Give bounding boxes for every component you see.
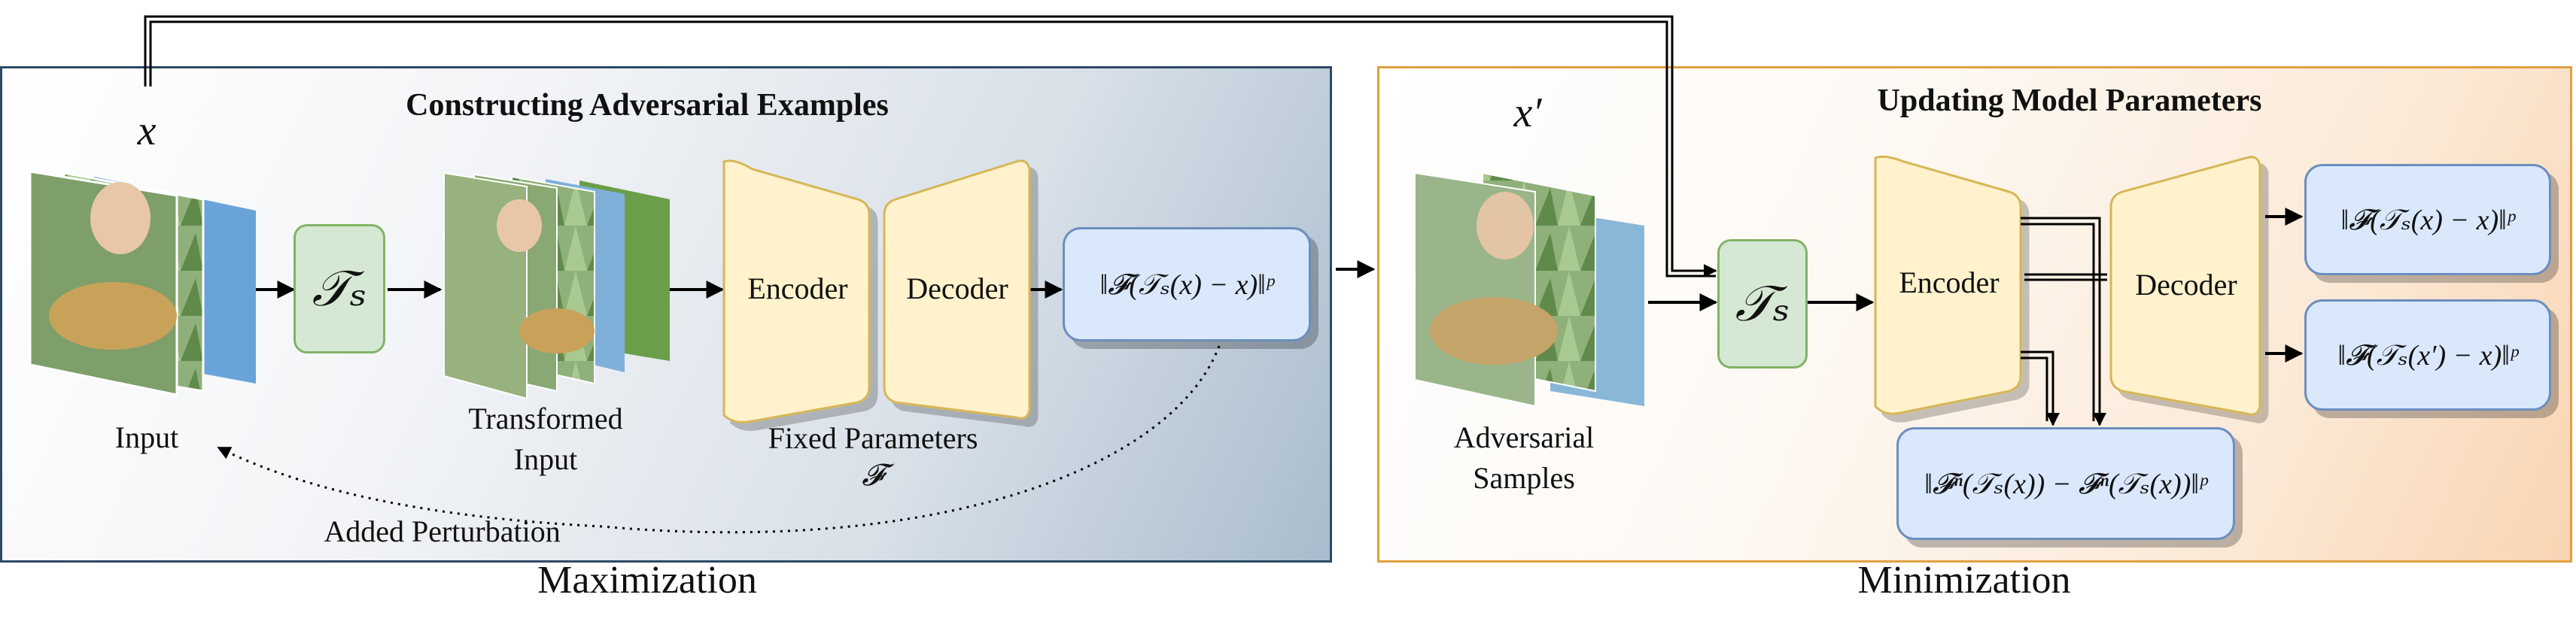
left-loss-box: ‖𝓕(𝒯ₛ(x) − x)‖ᵖ <box>1063 227 1311 341</box>
transformed-input-label: Transformed Input <box>468 402 623 476</box>
fixed-parameters-symbol: 𝓕 <box>862 458 884 492</box>
right-loss-mid-box: ‖𝓕(𝒯ₛ(x′) − x)‖ᵖ <box>2304 299 2551 411</box>
right-loss-bottom-formula: ‖𝓕ⁿ(𝒯ₛ(x)) − 𝓕ⁿ(𝒯ₛ(x))‖ᵖ <box>1924 468 2207 500</box>
right-loss-top-formula: ‖𝓕(𝒯ₛ(x) − x)‖ᵖ <box>2340 204 2515 236</box>
right-panel-title: Updating Model Parameters <box>1877 83 2262 118</box>
right-loss-top-box: ‖𝓕(𝒯ₛ(x) − x)‖ᵖ <box>2304 164 2551 275</box>
left-panel-title: Constructing Adversarial Examples <box>406 88 889 123</box>
left-decoder-label: Decoder <box>906 271 1008 305</box>
skip-connection-line <box>144 15 1717 278</box>
right-encoder-shape <box>1874 155 2022 415</box>
minimization-caption: Minimization <box>1857 559 2071 602</box>
right-encoder-label: Encoder <box>1899 265 2000 299</box>
left-transform-block: 𝒯ₛ <box>293 224 385 353</box>
right-transform-symbol: 𝒯ₛ <box>1735 276 1790 332</box>
right-loss-mid-formula: ‖𝓕(𝒯ₛ(x′) − x)‖ᵖ <box>2337 339 2518 372</box>
adversarial-samples-label: Adversarial Samples <box>1453 420 1595 495</box>
right-decoder-shape <box>2109 156 2261 416</box>
input-label: Input <box>114 420 179 454</box>
input-image-stack <box>29 170 256 396</box>
transformed-image-stack <box>443 171 670 400</box>
left-encoder-label: Encoder <box>747 271 848 305</box>
adversarial-variable: x′ <box>1513 89 1542 136</box>
right-transform-block: 𝒯ₛ <box>1717 239 1808 369</box>
fixed-parameters-label: Fixed Parameters <box>768 421 978 455</box>
left-transform-symbol: 𝒯ₛ <box>312 261 367 317</box>
added-perturbation-label: Added Perturbation <box>324 514 561 548</box>
maximization-caption: Maximization <box>537 559 757 602</box>
right-loss-bottom-box: ‖𝓕ⁿ(𝒯ₛ(x)) − 𝓕ⁿ(𝒯ₛ(x))‖ᵖ <box>1896 427 2235 540</box>
perturbation-arrow <box>217 345 1221 534</box>
left-decoder-shape <box>883 159 1031 420</box>
left-encoder-shape <box>722 159 871 423</box>
right-decoder-label: Decoder <box>2135 268 2237 302</box>
left-loss-formula: ‖𝓕(𝒯ₛ(x) − x)‖ᵖ <box>1099 268 1274 301</box>
input-variable: x <box>137 108 157 154</box>
adversarial-image-stack <box>1414 171 1644 408</box>
